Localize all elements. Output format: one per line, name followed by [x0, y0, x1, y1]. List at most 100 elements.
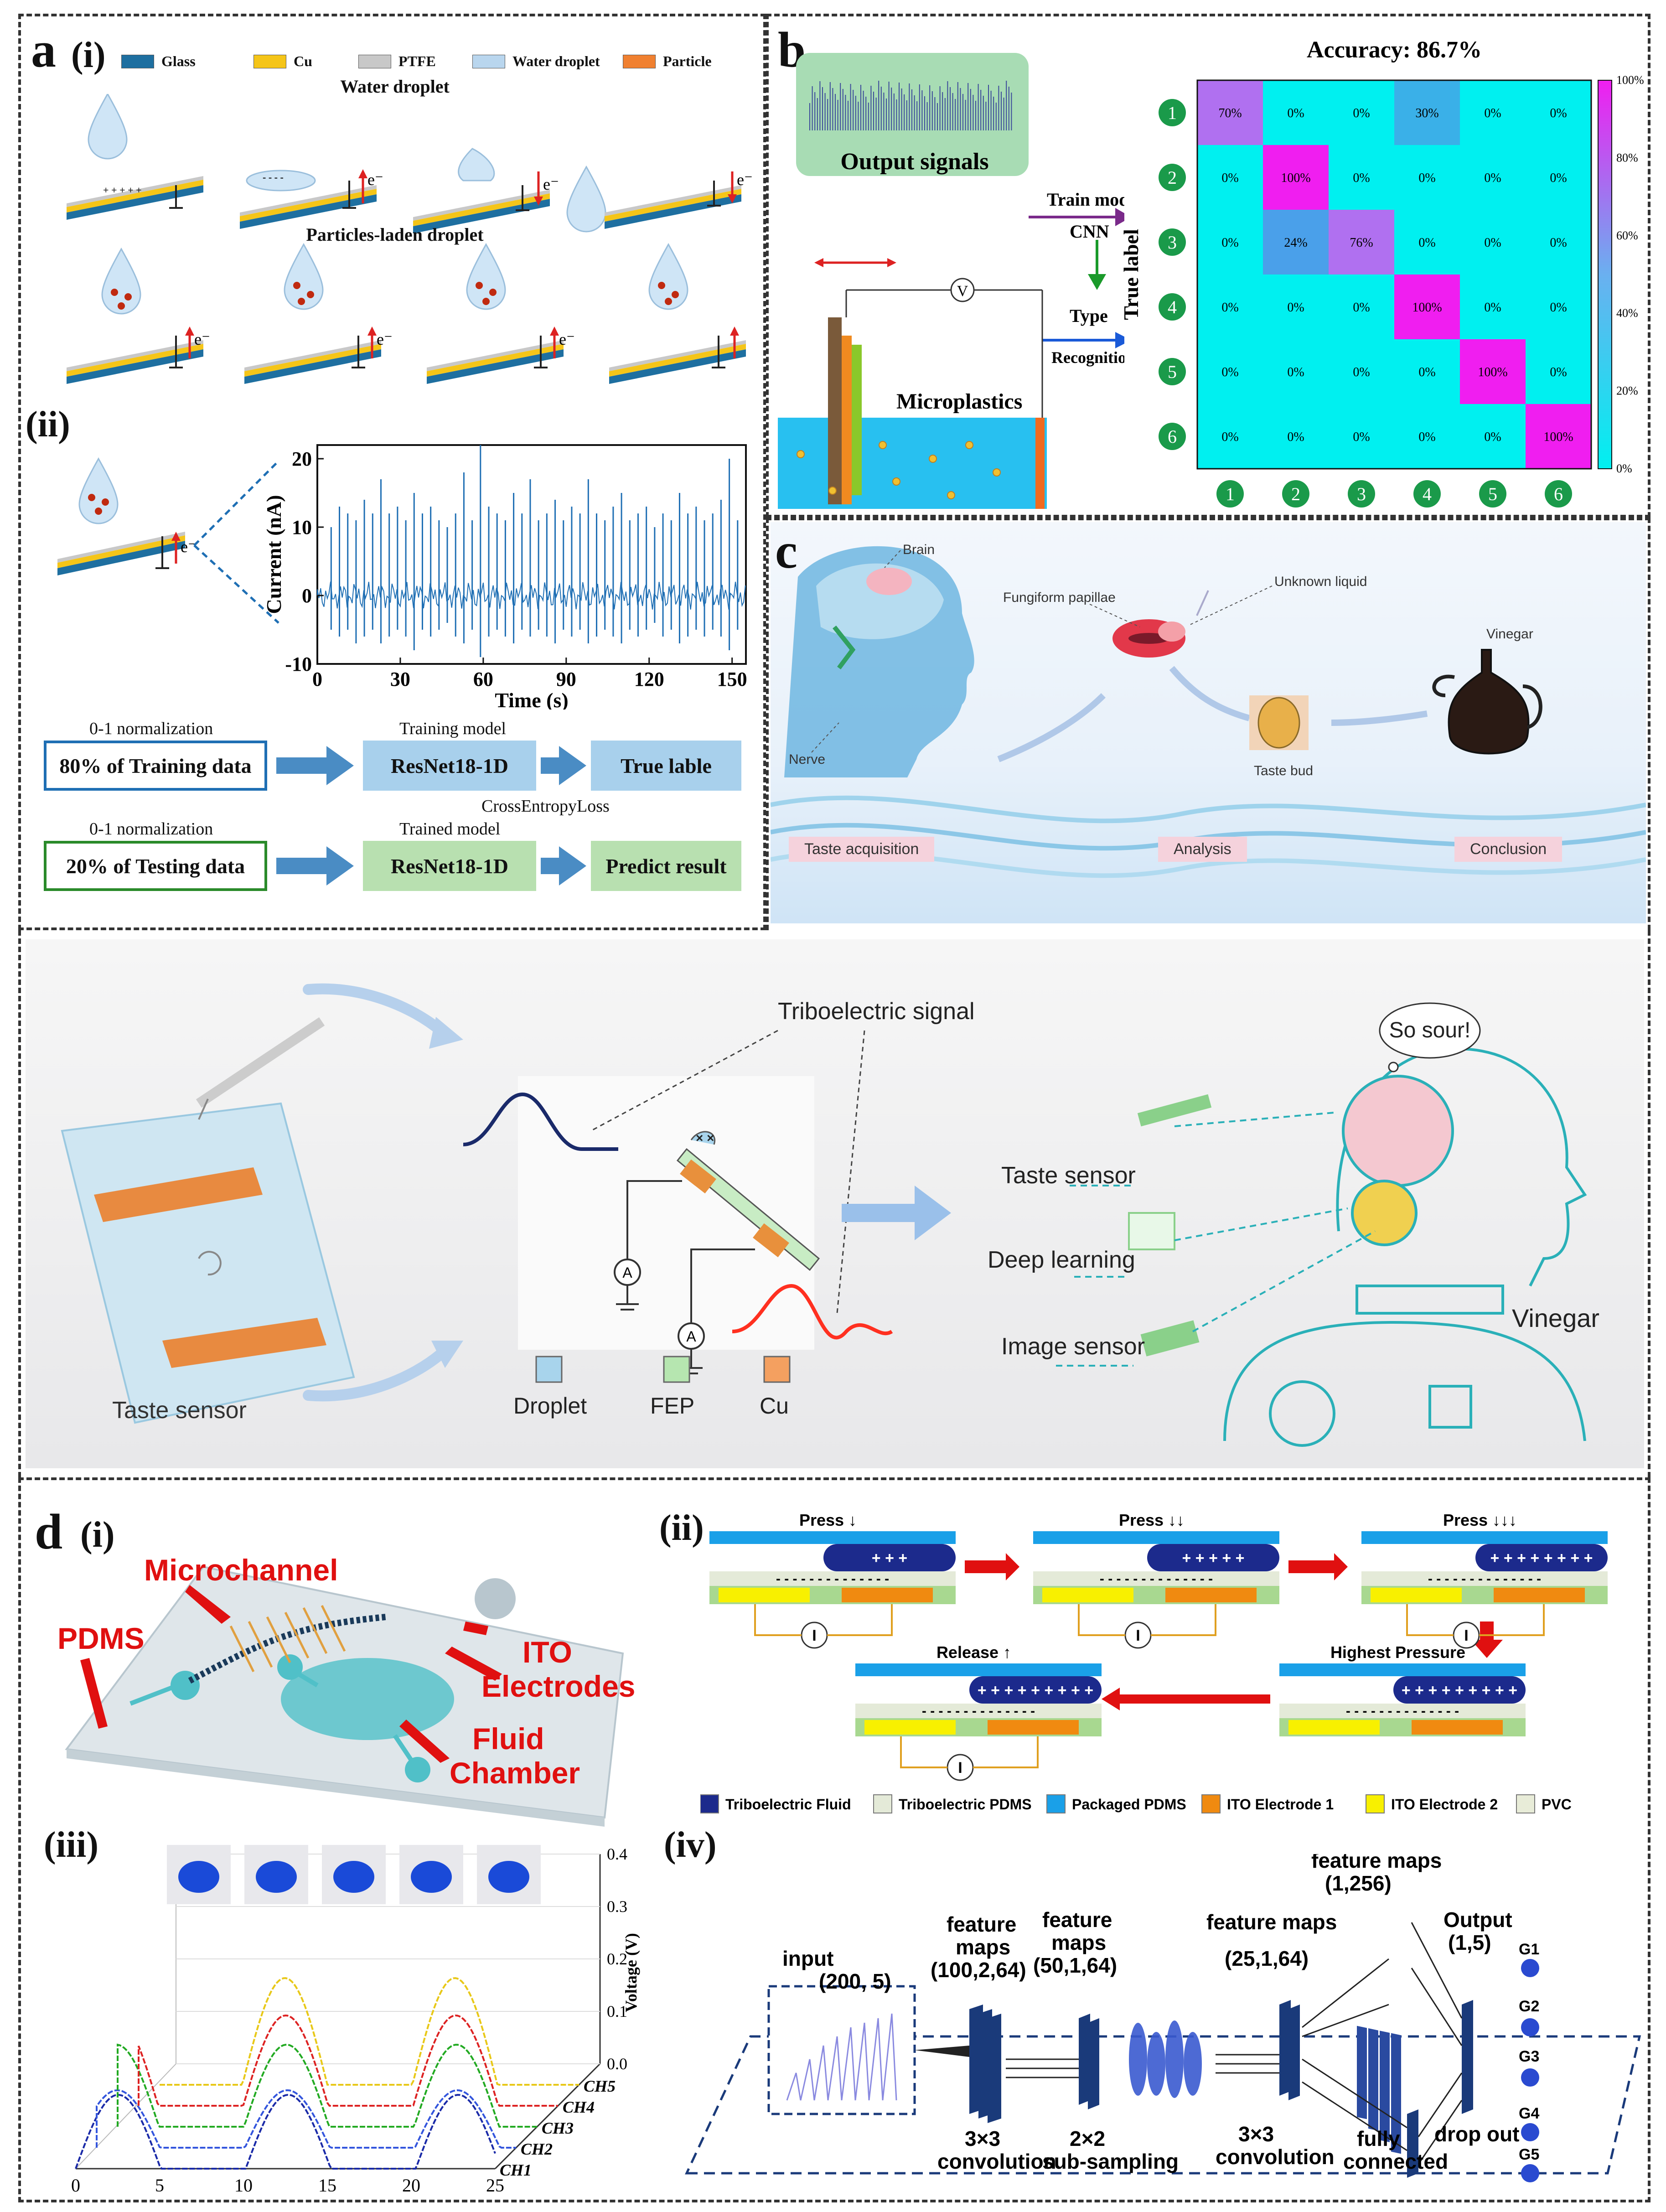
matrix-cell-label: 30%: [1415, 106, 1438, 120]
matrix-cell: [1263, 80, 1329, 145]
electron-label: e⁻: [194, 330, 210, 348]
ito-electrode-2: [864, 1720, 956, 1735]
red-arrow: [965, 1553, 1019, 1580]
x-tick-label: 60: [473, 668, 493, 690]
packaged-pdms: [1033, 1531, 1279, 1544]
voltmeter-label: V: [957, 283, 968, 300]
legend-label: ITO Electrode 1: [1227, 1796, 1334, 1813]
fm4-dim-label: (1,256): [1325, 1871, 1392, 1895]
red-arrow-down: [1471, 1621, 1503, 1658]
col-badge: [1348, 480, 1375, 508]
ito-electrode-2: [1042, 1588, 1133, 1602]
pdms-charge: - - - - - - - - - - - - - -: [1100, 1571, 1213, 1586]
sublabel-d-iv: (iv): [664, 1825, 717, 1865]
matrix-cell-label: 24%: [1284, 236, 1307, 250]
legend-swatch: [1201, 1794, 1221, 1813]
legend-swatch-cu: [763, 1356, 791, 1383]
panel-c-top: c Brain Nerve Fungiform papillae Unknown…: [771, 522, 1646, 923]
legend-swatch: [254, 54, 286, 68]
x-tick-label: 10: [234, 2175, 253, 2196]
class-g2: G2: [1519, 1998, 1539, 2015]
colorbar: [1598, 80, 1612, 469]
legend-item: Glass: [121, 53, 196, 70]
col-badge: [1479, 480, 1506, 508]
matrix-cell-label: 0%: [1484, 171, 1501, 185]
x-tick-label: 5: [155, 2175, 164, 2196]
electron-label: e⁻: [737, 171, 753, 189]
sublabel-a-i: (i): [71, 35, 106, 75]
pdms-charge: - - - - - - - - - - - - - -: [1428, 1571, 1541, 1586]
panel-label-c: c: [775, 523, 797, 579]
water-droplet-stage-3: e⁻: [413, 148, 559, 233]
legend-label: Glass: [161, 53, 196, 69]
matrix-cell-label: 100%: [1543, 430, 1573, 444]
ito-electrode-1: [988, 1720, 1079, 1735]
matrix-cell: [1329, 145, 1394, 210]
fm1-label: feature: [947, 1912, 1016, 1936]
water-droplet-title: Water droplet: [340, 76, 450, 97]
sublabel-d-i: (i): [80, 1515, 115, 1555]
flow-arrows: [276, 746, 586, 886]
particle-droplet-stage-1: e⁻: [67, 248, 210, 384]
matrix-cell-label: 0%: [1550, 236, 1567, 250]
y-tick-label: -10: [285, 653, 312, 675]
ito-electrode-2: [719, 1588, 810, 1602]
output-dim-label: (1,5): [1448, 1931, 1491, 1954]
train-model-label: Train model: [1047, 189, 1124, 210]
predict-result-box: Predict result: [591, 841, 741, 891]
stage-taste-acquisition: Taste acquisition: [789, 837, 935, 862]
legend-item: Water droplet: [472, 53, 600, 70]
channel-trace: [75, 2093, 496, 2170]
legend-label: Particle: [663, 53, 712, 69]
signal-recognition-schematic: Output signals Train model CNN Type Reco…: [778, 53, 1124, 509]
triboelectric-fluid: [823, 1544, 956, 1571]
legend-swatch: [1046, 1794, 1066, 1813]
matrix-cell: [1329, 80, 1394, 145]
row-badge: [1159, 228, 1186, 256]
colorbar-tick: 100%: [1616, 73, 1644, 87]
matrix-cell-label: 0%: [1484, 430, 1501, 444]
matrix-cell: [1329, 275, 1394, 339]
triboelectric-fluid: [1475, 1544, 1608, 1571]
testing-data-box: 20% of Testing data: [44, 841, 267, 891]
matrix-cell: [1460, 210, 1526, 275]
press-stage: Press ↓+ + +- - - - - - - - - - - - - -: [709, 1511, 956, 1604]
electrodes-label: Electrodes: [481, 1669, 635, 1703]
fm2b-label: maps: [1051, 1931, 1106, 1954]
class-g1: G1: [1519, 1941, 1539, 1958]
matrix-cell: [1329, 404, 1394, 469]
training-data-box: 80% of Training data: [44, 741, 267, 791]
trained-model-label: Trained model: [399, 819, 501, 839]
svg-text:× ×: × ×: [696, 1131, 714, 1145]
sublabel-a-ii: (ii): [26, 404, 70, 445]
legend-label: PTFE: [398, 53, 436, 69]
matrix-cell: [1526, 80, 1591, 145]
z-axis-label: Voltage (V): [622, 1933, 640, 2012]
colorbar-tick: 40%: [1616, 306, 1638, 320]
press-stage: Highest Pressure+ + + + + + + + +- - - -…: [1279, 1643, 1526, 1736]
legend-a: Glass Cu PTFE Water droplet Particle: [121, 53, 760, 76]
ito-label: ITO: [523, 1635, 572, 1669]
electron-label: e⁻: [559, 330, 575, 348]
matrix-cell: [1460, 339, 1526, 404]
cnn-architecture: input (200, 5) G1 G2 G3: [685, 1854, 1641, 2182]
col-badge: [1413, 480, 1441, 508]
matrix-cell-label: 100%: [1478, 365, 1507, 379]
hand-gesture-icon: [333, 1861, 374, 1893]
vinegar-top-label: Vinegar: [1486, 627, 1533, 642]
taste-sensor-caption: Taste sensor: [112, 1397, 247, 1424]
x-tick-label: 25: [486, 2175, 504, 2196]
matrix-cell: [1394, 210, 1460, 275]
electron-label: e⁻: [181, 538, 197, 556]
pdms-label: PDMS: [57, 1621, 145, 1655]
matrix-cell: [1263, 210, 1329, 275]
ito-electrode-1: [842, 1588, 933, 1602]
matrix-cell-label: 0%: [1221, 236, 1238, 250]
matrix-cell-label: 100%: [1281, 171, 1310, 185]
x-tick-label: 90: [556, 668, 576, 690]
matrix-cell: [1197, 145, 1263, 210]
water-droplet-stage-4: e⁻: [566, 166, 753, 233]
wire: [1151, 1604, 1216, 1636]
matrix-cell: [1329, 210, 1394, 275]
col-label: 1: [1226, 484, 1235, 504]
